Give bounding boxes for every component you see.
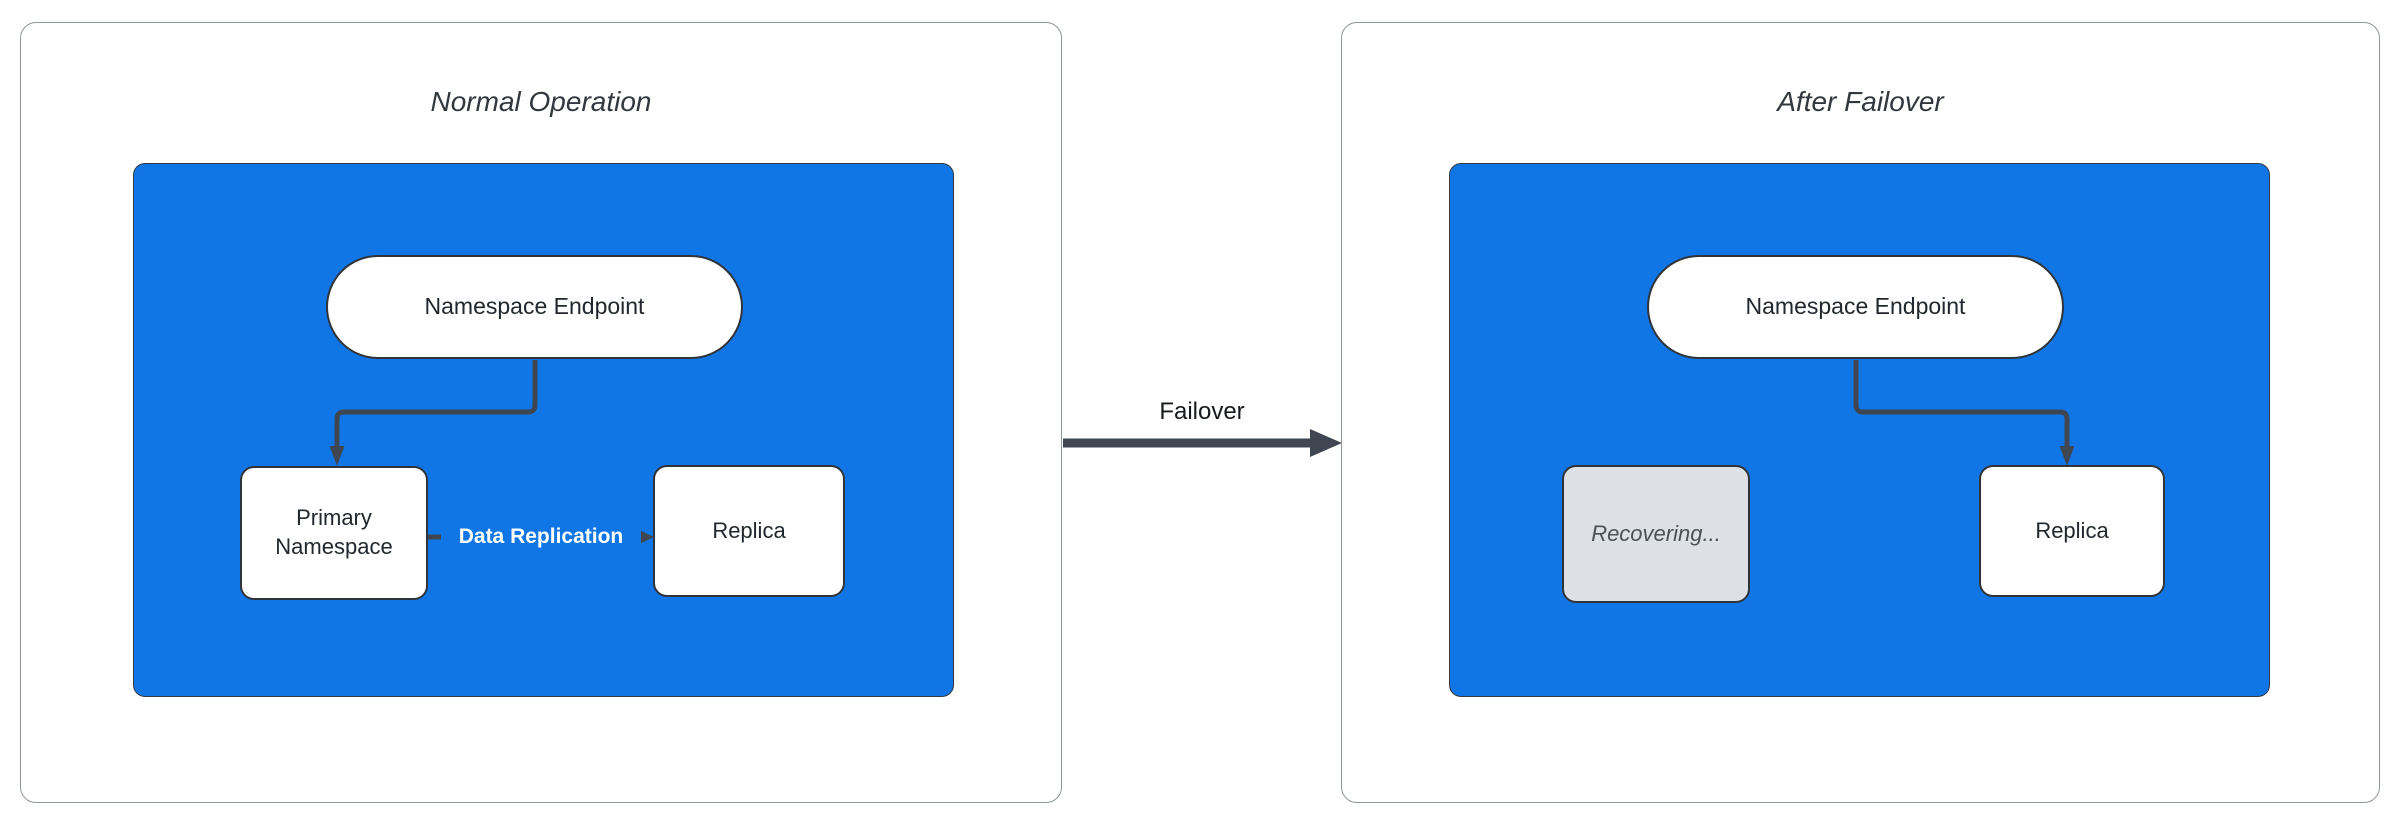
cluster-normal-namespace xyxy=(133,163,954,697)
panel-title-after-failover: After Failover xyxy=(1777,86,1944,117)
node-replica-normal: Replica xyxy=(653,465,845,597)
node-replica-failover-label: Replica xyxy=(2035,517,2109,543)
arrowhead-failover-transition xyxy=(1310,429,1342,457)
node-namespace-endpoint-normal-label: Namespace Endpoint xyxy=(424,293,645,320)
edge-label-data-replication: Data Replication xyxy=(441,524,641,550)
node-replica-normal-label: Replica xyxy=(712,517,786,543)
node-primary-namespace-label: Primary Namespace xyxy=(275,505,393,559)
panel-title-normal-operation: Normal Operation xyxy=(430,86,652,117)
node-replica-failover: Replica xyxy=(1979,465,2165,597)
node-namespace-endpoint-failover-label: Namespace Endpoint xyxy=(1745,293,1966,320)
node-primary-namespace: Primary Namespace xyxy=(240,466,428,600)
node-namespace-endpoint-failover: Namespace Endpoint xyxy=(1647,255,2064,359)
cluster-failover-namespace xyxy=(1449,163,2270,697)
node-namespace-endpoint-normal: Namespace Endpoint xyxy=(326,255,743,359)
node-recovering-label: Recovering... xyxy=(1591,520,1721,546)
node-recovering: Recovering... xyxy=(1562,465,1750,603)
transition-label-failover: Failover xyxy=(1112,398,1292,426)
